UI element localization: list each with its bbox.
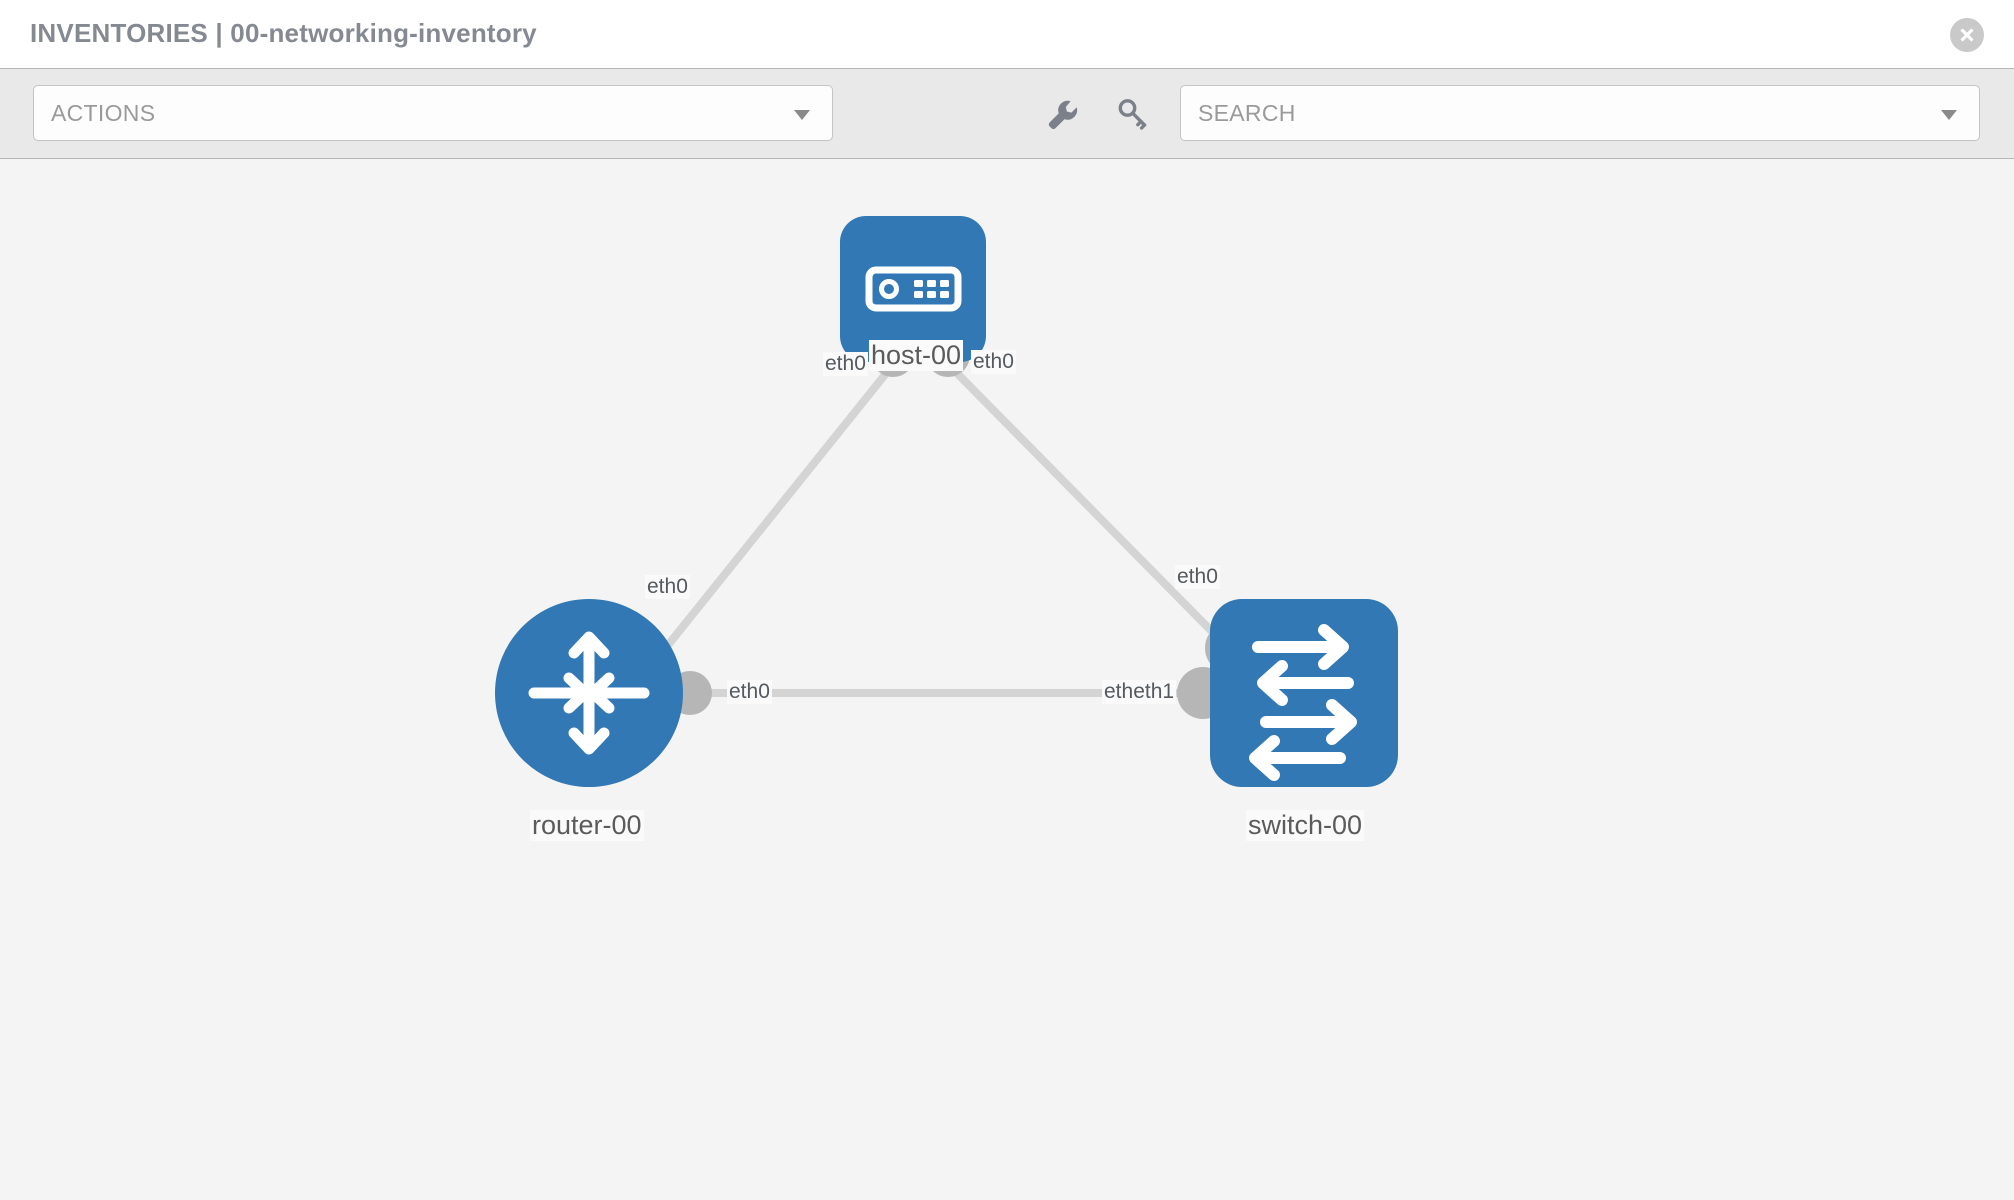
link-host-router[interactable]: [636, 353, 904, 683]
key-button[interactable]: [1114, 95, 1150, 131]
node-switch-00[interactable]: [1210, 599, 1398, 787]
search-input[interactable]: SEARCH: [1180, 85, 1980, 141]
node-router-00[interactable]: [495, 599, 683, 787]
link-host-switch[interactable]: [937, 353, 1248, 668]
node-host-00[interactable]: [840, 216, 986, 362]
chevron-down-icon: [794, 110, 810, 120]
key-icon: [1118, 99, 1147, 130]
if-label-host-switch-dst: eth0: [1175, 565, 1220, 589]
search-placeholder: SEARCH: [1198, 100, 1296, 126]
topology-graph: [495, 216, 1398, 787]
topology-canvas[interactable]: host-00 router-00 switch-00 eth0 eth0 et…: [0, 160, 2014, 1200]
chevron-down-icon[interactable]: [1941, 110, 1957, 120]
server-icon: [865, 266, 962, 312]
page-title: INVENTORIES | 00-networking-inventory: [30, 18, 537, 48]
actions-dropdown[interactable]: ACTIONS: [33, 85, 833, 141]
if-label-router-switch-src: eth0: [727, 680, 772, 704]
topology-links: [636, 353, 1248, 697]
title-bar: INVENTORIES | 00-networking-inventory: [0, 0, 2014, 69]
close-icon: [1960, 28, 1974, 42]
node-label-host-00: host-00: [869, 340, 964, 371]
wrench-icon: [1048, 100, 1078, 130]
node-label-router-00: router-00: [530, 810, 644, 841]
if-label-router-switch-dst: etheth1: [1102, 680, 1177, 704]
if-label-host-switch-src: eth0: [971, 350, 1016, 374]
node-label-switch-00: switch-00: [1246, 810, 1365, 841]
wrench-button[interactable]: [1043, 95, 1079, 131]
actions-dropdown-label: ACTIONS: [51, 100, 156, 126]
if-label-host-router-dst: eth0: [645, 575, 690, 599]
toolbar: ACTIONS SEARCH: [0, 69, 2014, 159]
router-icon: [528, 631, 650, 755]
topology-connectors: [668, 333, 1257, 719]
close-button[interactable]: [1950, 18, 1984, 52]
switch-icon: [1249, 624, 1357, 781]
if-label-host-router-src: eth0: [823, 352, 868, 376]
